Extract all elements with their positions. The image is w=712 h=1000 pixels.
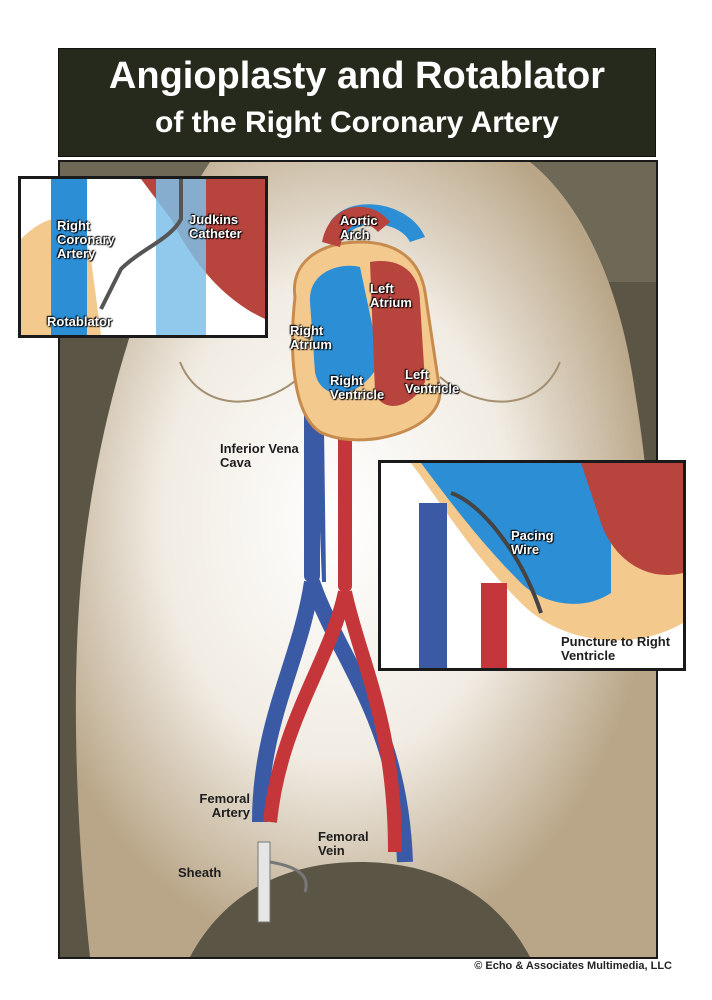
label-right-coronary-artery: Right Coronary Artery <box>57 218 115 261</box>
label-aortic-arch: Aortic Arch <box>340 213 378 242</box>
label-femoral-vein: Femoral Vein <box>318 829 369 858</box>
label-puncture-right-ventricle: Puncture to Right Ventricle <box>561 634 671 663</box>
torso-silhouette <box>75 162 656 957</box>
label-rotablator: Rotablator <box>47 314 112 329</box>
label-right-ventricle: Right Ventricle <box>330 373 385 402</box>
title-banner: Angioplasty and Rotablator of the Right … <box>58 48 656 157</box>
label-judkins-catheter: Judkins Catheter <box>189 212 242 241</box>
label-pacing-wire: Pacing Wire <box>511 528 554 557</box>
label-right-atrium: Right Atrium <box>290 323 332 352</box>
title-main: Angioplasty and Rotablator <box>108 55 606 97</box>
label-left-ventricle: Left Ventricle <box>405 367 460 396</box>
inset-ventricle: Pacing Wire Puncture to Right Ventricle <box>378 460 686 671</box>
inset-coronary: Right Coronary Artery Judkins Catheter R… <box>18 176 268 338</box>
label-left-atrium: Left Atrium <box>370 281 412 310</box>
label-sheath: Sheath <box>178 865 222 880</box>
copyright-notice: © Echo & Associates Multimedia, LLC <box>474 960 672 972</box>
label-femoral-artery: Femoral Artery <box>199 791 250 820</box>
label-inferior-vena-cava: Inferior Vena Cava <box>220 441 299 470</box>
title-sub: of the Right Coronary Artery <box>155 106 559 139</box>
